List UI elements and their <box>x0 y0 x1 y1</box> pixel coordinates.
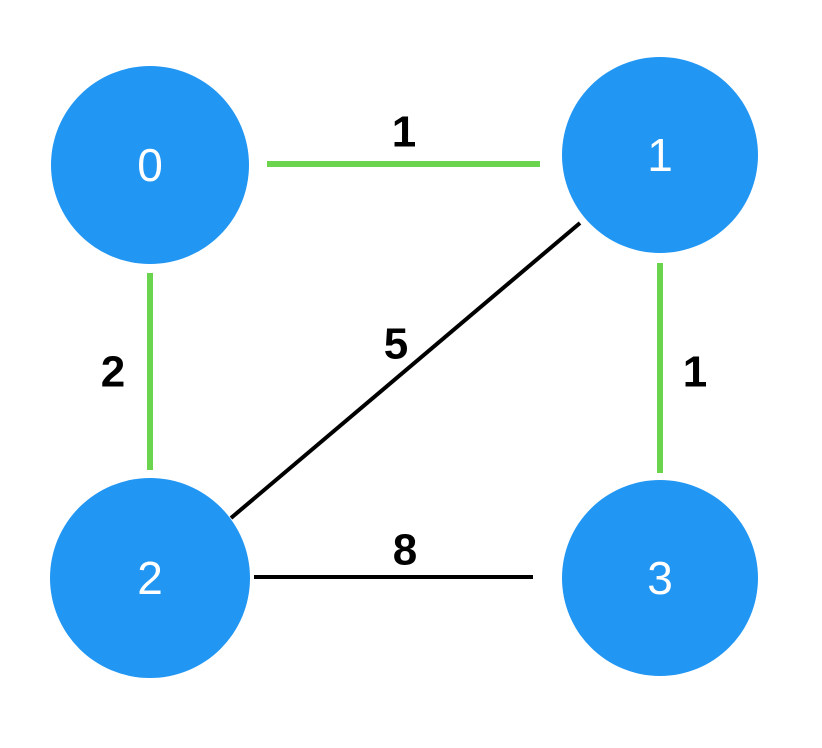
graph-node-2[interactable]: 2 <box>50 478 250 678</box>
graph-node-3[interactable]: 3 <box>562 480 758 676</box>
graph-edge-1-2[interactable] <box>229 221 582 520</box>
edge-weight-label-1-2: 5 <box>384 320 408 369</box>
edge-labels-layer: 1 2 1 5 8 <box>101 108 707 575</box>
edge-weight-label-2-3: 8 <box>393 526 417 575</box>
node-circle-1[interactable] <box>562 57 758 253</box>
edge-weight-label-1-3: 1 <box>683 348 707 397</box>
node-circle-3[interactable] <box>562 480 758 676</box>
edge-weight-label-0-2: 2 <box>101 348 125 397</box>
node-circle-0[interactable] <box>51 66 249 264</box>
edges-layer <box>147 161 663 579</box>
graph-node-0[interactable]: 0 <box>51 66 249 264</box>
graph-node-1[interactable]: 1 <box>562 57 758 253</box>
edge-weight-label-0-1: 1 <box>392 108 416 157</box>
node-circle-2[interactable] <box>50 478 250 678</box>
